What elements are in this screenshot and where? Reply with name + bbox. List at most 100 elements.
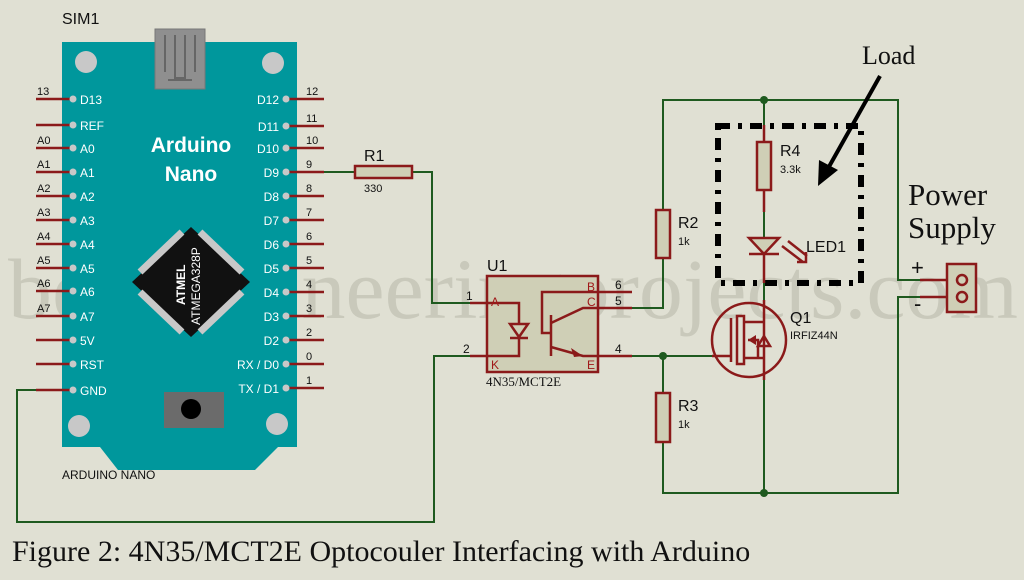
power-label: Supply xyxy=(908,210,996,245)
pin-pad[interactable] xyxy=(69,240,77,248)
pin-pad[interactable] xyxy=(69,336,77,344)
pin-pad[interactable] xyxy=(282,95,290,103)
mount-hole xyxy=(75,51,97,73)
resistor-r4[interactable] xyxy=(755,140,773,192)
r3-ref: R3 xyxy=(678,398,699,415)
resistor-r1[interactable]: R1 330 xyxy=(353,148,414,195)
pin-pad[interactable] xyxy=(69,95,77,103)
pin-label: D4 xyxy=(264,286,280,300)
pin-pad[interactable] xyxy=(282,264,290,272)
pin-number: 7 xyxy=(306,207,312,219)
pin-number: 2 xyxy=(463,342,470,356)
pin-pad[interactable] xyxy=(69,264,77,272)
pin-number: A3 xyxy=(37,207,50,219)
pin-number: 13 xyxy=(37,86,49,98)
pin-label: GND xyxy=(80,384,107,398)
pin-label: D8 xyxy=(264,190,280,204)
resistor-r3[interactable]: R3 1k xyxy=(654,391,699,444)
pin-label: A4 xyxy=(80,238,95,252)
load-box: R4 3.3k LED1 xyxy=(715,123,864,286)
pin-label: D2 xyxy=(264,334,280,348)
pin-pad[interactable] xyxy=(69,312,77,320)
r4-value: 3.3k xyxy=(780,164,801,176)
arduino-ref: SIM1 xyxy=(62,11,99,28)
pin-number: 1 xyxy=(306,375,312,387)
pin-pad[interactable] xyxy=(69,360,77,368)
plus-terminal-label: + xyxy=(911,255,924,280)
pin-label: RST xyxy=(80,358,105,372)
reset-button[interactable] xyxy=(164,392,224,428)
pin-pad[interactable] xyxy=(282,360,290,368)
pin-number: 5 xyxy=(615,294,622,308)
pin-pad[interactable] xyxy=(69,168,77,176)
pin-pad[interactable] xyxy=(282,312,290,320)
mount-hole xyxy=(262,52,284,74)
r4-ref: R4 xyxy=(780,143,801,160)
r2-value: 1k xyxy=(678,236,690,248)
usb-connector xyxy=(154,28,206,90)
pin-number: 3 xyxy=(306,303,312,315)
pin-label: A1 xyxy=(80,166,95,180)
pin-number: 6 xyxy=(615,278,622,292)
pin-label: D12 xyxy=(257,93,279,107)
atmega-chip: ATMEL ATMEGA328P xyxy=(132,227,250,337)
led1[interactable] xyxy=(746,236,808,283)
pin-pad[interactable] xyxy=(282,168,290,176)
pin-label: A3 xyxy=(80,214,95,228)
mosfet-q1[interactable]: Q1 IRFIZ44N xyxy=(710,300,838,380)
pin-label: D10 xyxy=(257,142,279,156)
wires xyxy=(16,96,920,523)
pin-number: 4 xyxy=(306,279,312,291)
junction-dot xyxy=(659,352,667,360)
minus-terminal-label: - xyxy=(914,291,921,316)
pin-pad[interactable] xyxy=(282,192,290,200)
arduino-title: Arduino xyxy=(151,134,231,157)
arduino-nano: SIM1 Arduino Nano ATMEL ATMEGA328P D1313… xyxy=(36,11,324,482)
pin-pad[interactable] xyxy=(69,121,77,129)
pin-pad[interactable] xyxy=(69,386,77,394)
pin-pad[interactable] xyxy=(69,287,77,295)
power-supply-connector[interactable] xyxy=(920,262,978,314)
r3-value: 1k xyxy=(678,419,690,431)
pin-label: A5 xyxy=(80,262,95,276)
pin-number: A5 xyxy=(37,255,50,267)
pin-label: A7 xyxy=(80,310,95,324)
pin-number: 0 xyxy=(306,351,312,363)
mount-hole xyxy=(266,413,288,435)
load-arrow-icon xyxy=(818,75,882,186)
pin-pad[interactable] xyxy=(69,216,77,224)
resistor-r2[interactable]: R2 1k xyxy=(654,208,699,260)
pin-number: 8 xyxy=(306,183,312,195)
pin-number: A0 xyxy=(37,135,50,147)
pin-pad[interactable] xyxy=(282,216,290,224)
pin-pad[interactable] xyxy=(282,240,290,248)
arduino-title: Nano xyxy=(165,163,218,186)
pin-pad[interactable] xyxy=(282,336,290,344)
pin-pad[interactable] xyxy=(282,288,290,296)
pin-pad[interactable] xyxy=(282,122,290,130)
pin-label: RX / D0 xyxy=(237,358,279,372)
pin-label: A0 xyxy=(80,142,95,156)
pin-label: A6 xyxy=(80,285,95,299)
pin-number: 10 xyxy=(306,135,318,147)
pin-label: D9 xyxy=(264,166,280,180)
figure-caption: Figure 2: 4N35/MCT2E Optocouler Interfac… xyxy=(12,535,750,568)
pin-number: A7 xyxy=(37,303,50,315)
arduino-part: ARDUINO NANO xyxy=(62,468,155,482)
pin-pad[interactable] xyxy=(282,144,290,152)
pin-number: A1 xyxy=(37,159,50,171)
led-ref: LED1 xyxy=(806,239,846,256)
pin-pad[interactable] xyxy=(282,384,290,392)
r1-ref: R1 xyxy=(364,148,385,165)
pin-label: D11 xyxy=(258,120,279,134)
pin-pad[interactable] xyxy=(69,192,77,200)
q1-part: IRFIZ44N xyxy=(790,330,838,342)
pin-label-a: A xyxy=(491,295,499,309)
pin-pad[interactable] xyxy=(69,144,77,152)
u1-part: 4N35/MCT2E xyxy=(486,374,561,389)
pin-number: A2 xyxy=(37,183,50,195)
junction-dot xyxy=(760,489,768,497)
optocoupler-u1[interactable]: U1 A K B C E 1 2 6 5 4 4N35/MCT2E xyxy=(463,258,632,389)
power-label: Power xyxy=(908,177,988,212)
pin-number: 5 xyxy=(306,255,312,267)
